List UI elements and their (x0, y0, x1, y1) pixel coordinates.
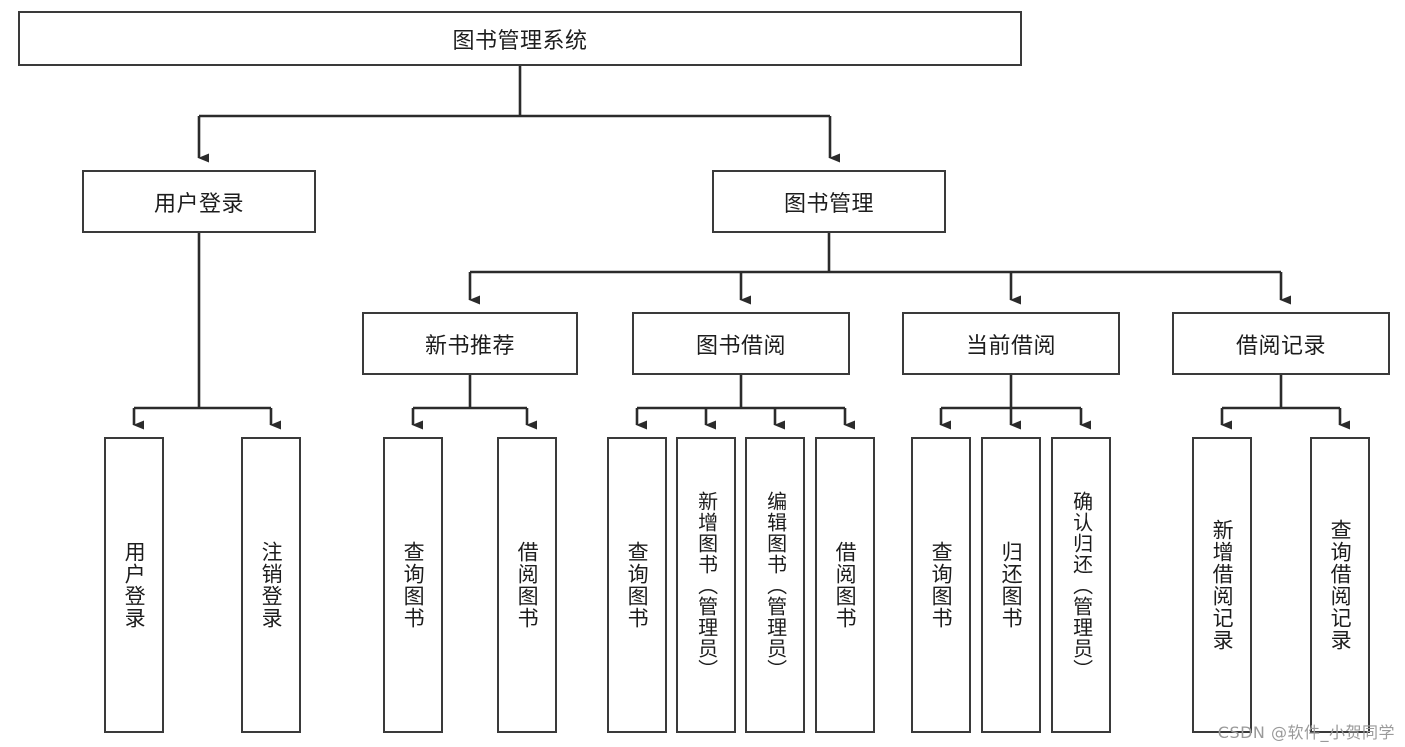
node-leaf-user-login[interactable]: 用户登录 (104, 437, 164, 733)
node-label: 借阅图书 (833, 541, 858, 629)
node-leaf-user-logout[interactable]: 注销登录 (241, 437, 301, 733)
node-leaf-query-book-borrow[interactable]: 查询图书 (607, 437, 667, 733)
node-leaf-confirm-return-admin[interactable]: 确认归还（管理员） (1051, 437, 1111, 733)
node-label: 用户登录 (153, 191, 244, 217)
node-label: 查询图书 (401, 541, 426, 629)
node-user-login[interactable]: 用户登录 (82, 170, 316, 233)
node-label: 编辑图书（管理员） (763, 490, 788, 680)
node-leaf-query-borrow-record[interactable]: 查询借阅记录 (1310, 437, 1370, 733)
node-label: 查询图书 (625, 541, 650, 629)
node-root-system[interactable]: 图书管理系统 (18, 11, 1022, 66)
node-label: 新增借阅记录 (1210, 519, 1235, 651)
node-label: 查询图书 (929, 541, 954, 629)
node-label: 借阅图书 (515, 541, 540, 629)
node-leaf-query-book-recommend[interactable]: 查询图书 (383, 437, 443, 733)
node-leaf-edit-book-admin[interactable]: 编辑图书（管理员） (745, 437, 805, 733)
node-book-management[interactable]: 图书管理 (712, 170, 946, 233)
node-label: 归还图书 (999, 541, 1024, 629)
node-leaf-borrow-book[interactable]: 借阅图书 (815, 437, 875, 733)
node-leaf-add-borrow-record[interactable]: 新增借阅记录 (1192, 437, 1252, 733)
node-label: 图书管理系统 (452, 28, 588, 54)
node-label: 图书管理 (783, 191, 874, 217)
node-leaf-add-book-admin[interactable]: 新增图书（管理员） (676, 437, 736, 733)
node-label: 查询借阅记录 (1328, 519, 1353, 651)
node-new-book-recommend[interactable]: 新书推荐 (362, 312, 578, 375)
csdn-watermark: CSDN @软件_小贺同学 (1217, 723, 1395, 742)
node-label: 确认归还（管理员） (1069, 490, 1094, 680)
node-label: 借阅记录 (1235, 333, 1326, 359)
node-label: 新增图书（管理员） (694, 490, 719, 680)
node-borrow-record[interactable]: 借阅记录 (1172, 312, 1390, 375)
node-leaf-query-book-current[interactable]: 查询图书 (911, 437, 971, 733)
node-leaf-borrow-book-recommend[interactable]: 借阅图书 (497, 437, 557, 733)
node-current-borrow[interactable]: 当前借阅 (902, 312, 1120, 375)
node-leaf-return-book[interactable]: 归还图书 (981, 437, 1041, 733)
node-label: 新书推荐 (424, 333, 515, 359)
node-label: 图书借阅 (695, 333, 786, 359)
node-book-borrow[interactable]: 图书借阅 (632, 312, 850, 375)
node-label: 用户登录 (122, 541, 147, 629)
node-label: 当前借阅 (965, 333, 1056, 359)
node-label: 注销登录 (259, 541, 284, 629)
